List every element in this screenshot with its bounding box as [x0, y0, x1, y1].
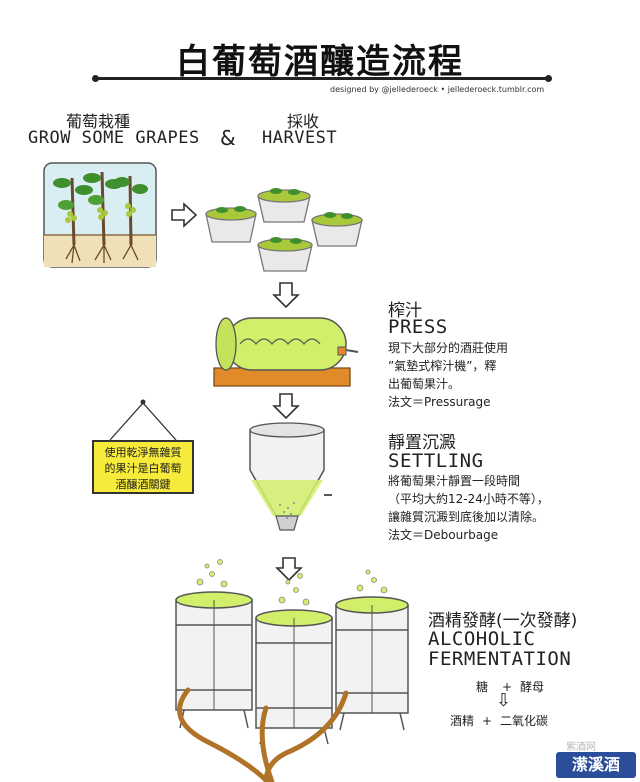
equation-arrow: ⇩ [496, 690, 512, 711]
note-line: 酒釀酒關鍵 [115, 478, 171, 491]
press-desc-line: 現下大部分的酒莊使用 [388, 341, 509, 355]
press-desc-line: 出葡萄果汁。 [388, 377, 461, 391]
equation-alcohol: 酒精 [450, 714, 475, 728]
note-line: 使用乾淨無雜質 [104, 446, 182, 459]
page-title: 白葡萄酒釀造流程 [176, 42, 464, 82]
equation-plus-top: + [502, 680, 513, 694]
harvest-baskets [205, 189, 363, 272]
harvest-grape-leaves [216, 188, 353, 244]
fermentation-tanks [175, 591, 409, 745]
ampersand: & [220, 126, 236, 150]
equation-sugar: 糖 [476, 680, 489, 694]
title-divider-dot-left [92, 75, 99, 82]
press-label-en: PRESS [388, 316, 448, 338]
title-divider [98, 77, 548, 80]
grow-label-zh: 葡萄栽種 [66, 112, 131, 131]
settling-desc-line: 法文＝Debourbage [388, 528, 499, 542]
press-description: 現下大部分的酒莊使用 ”氣墊式榨汁機”，釋 出葡萄果汁。 法文＝Pressura… [388, 339, 508, 411]
press-label-zh: 榨汁 [388, 301, 422, 321]
settling-label-en: SETTLING [388, 450, 484, 472]
settling-desc-line: 讓雜質沉澱到底後加以清除。 [388, 510, 545, 524]
equation-co2: 二氧化碳 [500, 714, 549, 728]
settling-desc-line: （平均大約12-24小時不等）， [388, 492, 549, 506]
fermentation-label-en-2: FERMENTATION [428, 648, 572, 670]
arrow-press-to-settling [272, 393, 300, 420]
equation-plus-bottom: + [482, 714, 493, 728]
watermark-logo: 潆溪酒 [556, 752, 636, 778]
harvest-label-zh: 採收 [287, 112, 320, 131]
grow-label-en: GROW SOME GRAPES [28, 128, 200, 148]
fermentation-label-en-1: ALCOHOLIC [428, 628, 536, 650]
watermark-site-text: 紫酒网 [566, 742, 596, 753]
press-desc-line: 法文＝Pressurage [388, 395, 491, 409]
settling-label-zh: 靜置沉澱 [388, 433, 456, 453]
vineyard-illustration [43, 162, 157, 268]
settling-description: 將葡萄果汁靜置一段時間 （平均大約12-24小時不等）， 讓雜質沉澱到底後加以清… [388, 472, 549, 544]
fermentation-pipes [177, 687, 349, 782]
pneumatic-press [213, 317, 359, 387]
note-hanging-string [109, 402, 177, 441]
arrow-harvest-to-press [272, 282, 300, 309]
note-line: 的果汁是白葡萄 [104, 462, 182, 475]
designer-credit: designed by @jellederoeck • jellederoeck… [330, 85, 545, 94]
yellow-note-sign: 使用乾淨無雜質 的果汁是白葡萄 酒釀酒關鍵 [92, 440, 194, 494]
harvest-label-en: HARVEST [262, 128, 338, 148]
fermentation-label-zh: 酒精發酵(一次發酵) [428, 611, 578, 631]
arrow-grow-to-harvest [171, 202, 198, 228]
fermentation-bubbles [196, 559, 388, 606]
equation-yeast: 酵母 [520, 680, 545, 694]
arrow-settling-to-fermentation [275, 557, 303, 582]
press-desc-line: ”氣墊式榨汁機”，釋 [388, 359, 497, 373]
settling-desc-line: 將葡萄果汁靜置一段時間 [388, 474, 521, 488]
title-divider-dot-right [545, 75, 552, 82]
settling-tank [249, 422, 332, 531]
